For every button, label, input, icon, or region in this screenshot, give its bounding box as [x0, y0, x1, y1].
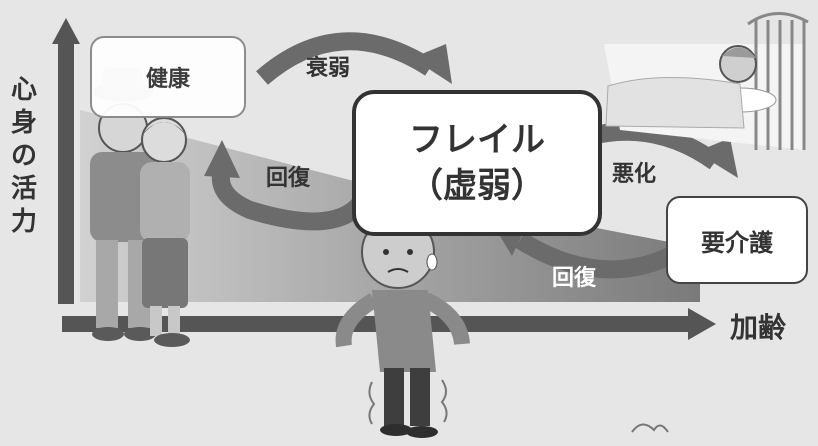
worsen-label: 悪化 — [612, 162, 657, 187]
stage-frail-label: フレイル — [409, 120, 545, 160]
decline-arrow — [256, 32, 452, 85]
stage-care-label: 要介護 — [701, 228, 773, 257]
recovery-care-label: 回復 — [552, 266, 597, 291]
corner-scribble — [631, 423, 669, 433]
x-axis-label: 加齢 — [730, 311, 787, 344]
stage-healthy-box: 健康 — [90, 36, 246, 118]
stage-frail-sublabel: （虚弱） — [409, 166, 545, 206]
y-axis-arrow — [52, 18, 80, 304]
y-axis-label: 心 身 の 活 力 — [10, 75, 37, 237]
decline-label: 衰弱 — [306, 56, 351, 81]
stage-care-box: 要介護 — [666, 196, 808, 284]
recovery-label: 回復 — [266, 166, 311, 191]
bedridden-patient-icon — [604, 12, 809, 150]
stage-frail-box: フレイル （虚弱） — [352, 90, 602, 236]
stage-healthy-label: 健康 — [145, 67, 190, 92]
